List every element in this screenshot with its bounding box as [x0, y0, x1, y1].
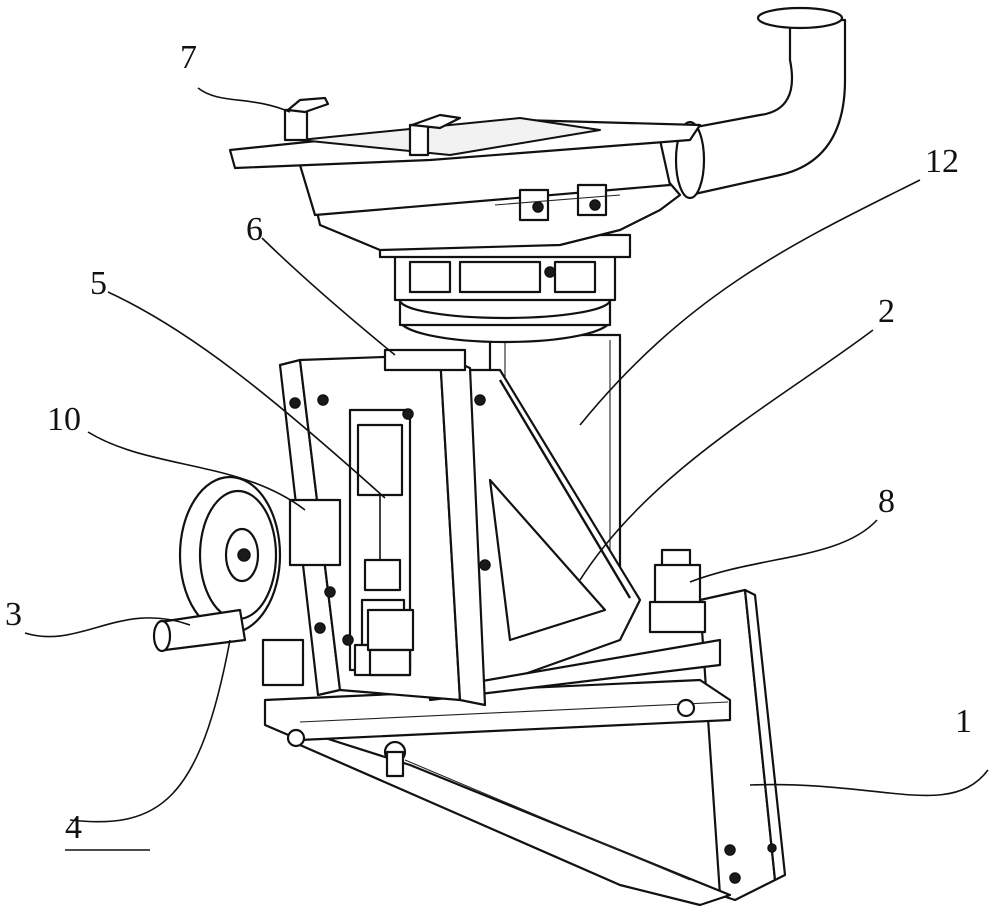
label-4: 4	[65, 809, 82, 846]
triangular-support	[428, 368, 722, 702]
hand-wheel	[152, 475, 342, 653]
top-head	[228, 6, 847, 252]
part-labels: 7 6 5 10 3 4 12 2 8 1	[5, 39, 972, 846]
label-6: 6	[246, 211, 263, 248]
label-10: 10	[47, 401, 81, 438]
label-7: 7	[180, 39, 197, 76]
label-12: 12	[925, 143, 959, 180]
leader-lines	[24, 87, 989, 851]
base-bracket	[263, 588, 787, 907]
label-5: 5	[90, 265, 107, 302]
clamp-handle	[283, 96, 462, 157]
label-1: 1	[955, 703, 972, 740]
label-2: 2	[878, 293, 895, 330]
label-3: 3	[5, 596, 22, 633]
label-8: 8	[878, 483, 895, 520]
bolt-assembly	[261, 548, 707, 687]
